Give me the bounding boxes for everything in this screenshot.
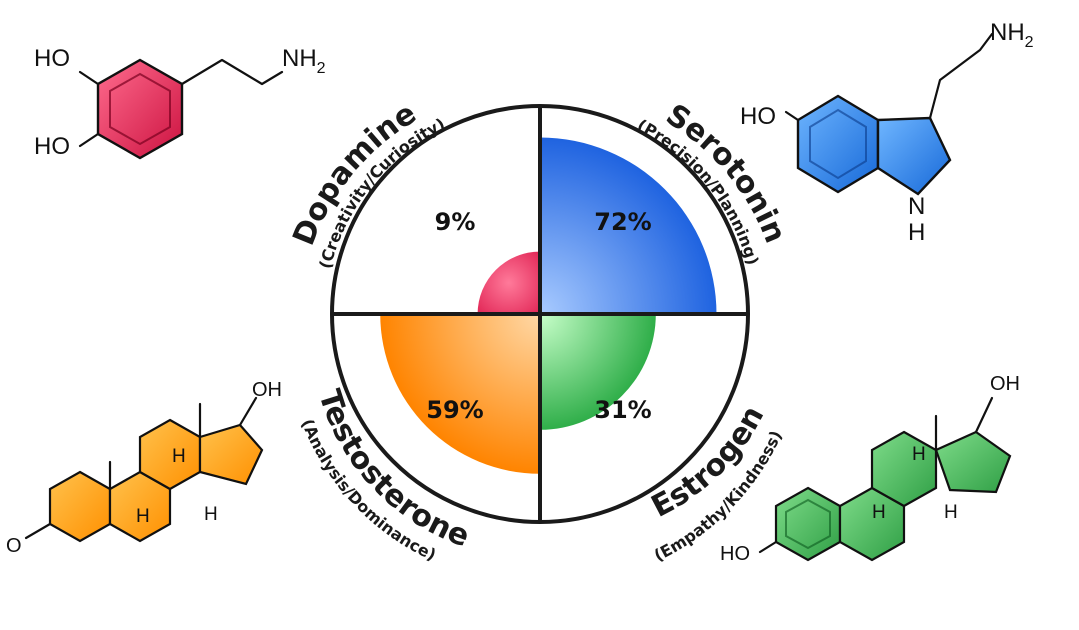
serotonin-nh: NH — [990, 19, 1025, 46]
testosterone-ring-d — [198, 423, 264, 486]
estrogen-oh: OH — [990, 373, 1020, 395]
testosterone-h3: H — [204, 504, 218, 525]
testosterone-wedge — [380, 314, 540, 474]
serotonin-n: N — [908, 193, 925, 220]
testosterone-oh: OH — [252, 379, 282, 401]
dopamine-nh: NH — [282, 45, 317, 72]
dopamine-wedge — [477, 251, 540, 314]
testosterone-h2: H — [136, 506, 150, 527]
estrogen-ho: HO — [720, 543, 750, 565]
estrogen-ring-d — [934, 430, 1012, 494]
estrogen-ring-a-inner — [785, 498, 831, 550]
quadrant-wedges — [380, 137, 717, 474]
dopamine-title: Dopamine — [286, 96, 422, 250]
serotonin-nh2: NH2 — [990, 19, 1034, 51]
estrogen-h2: H — [872, 502, 886, 523]
serotonin-h: H — [908, 219, 925, 246]
serotonin-molecule: HO NH2 N H — [740, 19, 1034, 246]
estrogen-h1: H — [912, 444, 926, 465]
dopamine-percent: 9% — [435, 208, 476, 236]
testosterone-percent: 59% — [426, 396, 483, 424]
dopamine-ho-bottom: HO — [34, 133, 70, 160]
testosterone-oxygen: O — [6, 535, 22, 557]
estrogen-wedge — [540, 314, 656, 430]
dopamine-nh2: NH2 — [282, 45, 326, 77]
testosterone-ring-a — [48, 470, 112, 543]
dopamine-molecule: HO HO NH2 — [34, 45, 326, 160]
estrogen-h3: H — [944, 502, 958, 523]
serotonin-pyrrole — [876, 116, 952, 196]
serotonin-wedge — [540, 137, 717, 314]
serotonin-benzene-inner — [809, 108, 867, 180]
serotonin-percent: 72% — [594, 208, 651, 236]
serotonin-ho: HO — [740, 103, 776, 130]
testosterone-h1: H — [172, 446, 186, 467]
dopamine-ring-inner — [109, 72, 171, 146]
estrogen-molecule: HO OH H H H — [720, 373, 1020, 565]
estrogen-percent: 31% — [594, 396, 651, 424]
testosterone-molecule: O OH H H H — [6, 379, 282, 557]
serotonin-nh-sub: 2 — [1025, 34, 1034, 51]
dopamine-ho-top: HO — [34, 45, 70, 72]
dopamine-nh-sub: 2 — [317, 60, 326, 77]
